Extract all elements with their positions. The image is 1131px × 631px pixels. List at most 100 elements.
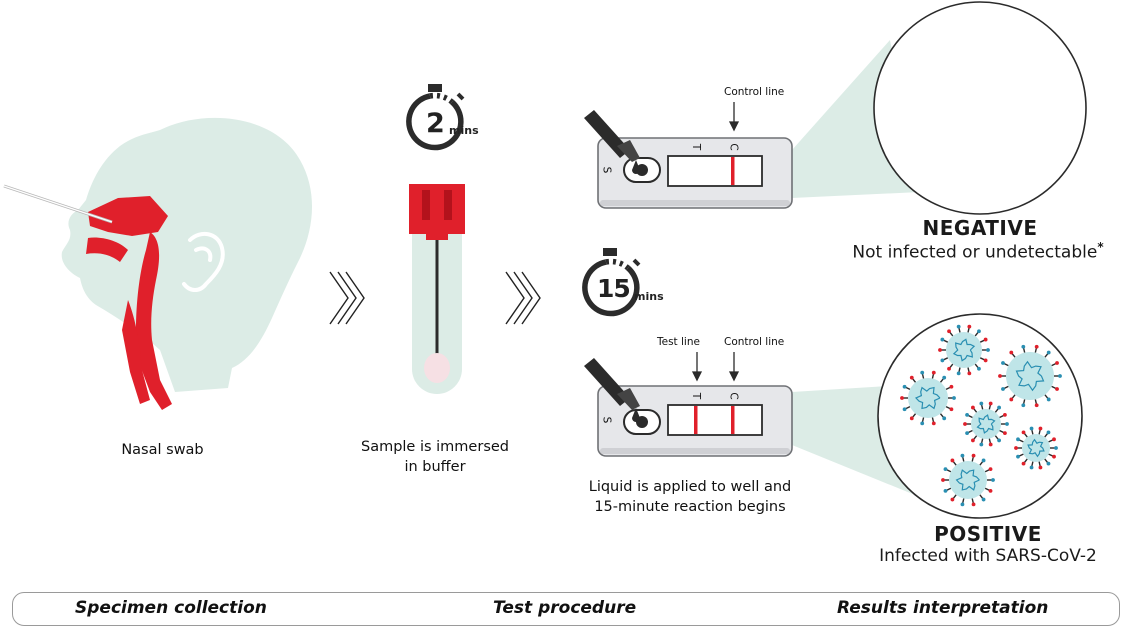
head-illustration bbox=[3, 117, 313, 410]
negative-subtitle: Not infected or undetectable* bbox=[852, 240, 1104, 263]
virus-spike-tip bbox=[931, 370, 936, 375]
virus-body bbox=[949, 461, 987, 499]
virus-body bbox=[971, 409, 1001, 439]
virus-spike-tip bbox=[977, 329, 981, 334]
virus-particle bbox=[1014, 426, 1058, 470]
virus-spike-tip bbox=[1021, 403, 1026, 408]
immerse-label: Sample is immersed in buffer bbox=[360, 439, 509, 475]
virus-spike-tip bbox=[998, 374, 1002, 378]
test-cassette-negative bbox=[597, 137, 793, 209]
apply-label: Liquid is applied to well and 15-minute … bbox=[588, 479, 792, 515]
sample-well-letter: S bbox=[600, 416, 613, 424]
virus-spike-tip bbox=[981, 497, 986, 502]
virus-spike-tip bbox=[963, 422, 967, 426]
virus-spike-tip bbox=[950, 458, 955, 463]
test-line-label: Test line bbox=[657, 336, 700, 348]
timer-unit-15: mins bbox=[634, 290, 664, 303]
phase-bar: Specimen collection Test procedure Resul… bbox=[12, 592, 1120, 626]
virus-spike-tip bbox=[1016, 437, 1020, 442]
dropper-icon bbox=[584, 110, 640, 174]
virus-spike-tip bbox=[997, 438, 1001, 443]
virus-spike-tip bbox=[986, 348, 990, 352]
virus-spike-tip bbox=[909, 416, 914, 421]
virus-particle bbox=[941, 453, 995, 507]
virus-rna bbox=[976, 414, 996, 434]
virus-spike-tip bbox=[909, 375, 914, 380]
control-letter: C bbox=[727, 392, 740, 400]
virus-spike-tip bbox=[960, 453, 965, 458]
virus-spike-tip bbox=[938, 348, 942, 352]
virus-spike-tip bbox=[1034, 344, 1039, 349]
trachea bbox=[122, 300, 150, 404]
virus-particles bbox=[900, 324, 1062, 507]
virus-spike-tip bbox=[902, 407, 907, 412]
control-line-label: Control line bbox=[724, 336, 785, 348]
stopwatch-icon bbox=[406, 84, 465, 151]
virus-spike-tip bbox=[943, 467, 948, 472]
virus-spike-tip bbox=[943, 488, 948, 493]
virus-spike-tip bbox=[971, 438, 975, 443]
virus-rna bbox=[1027, 438, 1045, 458]
virus-spike-tip bbox=[1052, 454, 1056, 459]
control-line-label: Control line bbox=[724, 86, 785, 98]
virus-spike-tip bbox=[979, 442, 984, 447]
virus-particle bbox=[963, 401, 1009, 447]
virus-spike-tip bbox=[965, 412, 969, 417]
virus-spike-tip bbox=[1021, 430, 1026, 435]
virus-spike-tip bbox=[988, 488, 993, 493]
virus-spike-tip bbox=[1001, 387, 1005, 391]
timer-number-15: 15 bbox=[597, 274, 631, 303]
phase-specimen-collection: Specimen collection bbox=[75, 598, 267, 618]
nasal-swab-label: Nasal swab bbox=[121, 442, 204, 458]
virus-spike-tip bbox=[941, 478, 945, 482]
virus-spike-tip bbox=[960, 502, 965, 507]
virus-spike-tip bbox=[920, 421, 925, 426]
head-silhouette bbox=[61, 117, 313, 392]
virus-spike-tip bbox=[942, 416, 947, 421]
virus-spike-tip bbox=[977, 366, 981, 371]
virus-spike-tip bbox=[956, 324, 961, 329]
virus-body bbox=[908, 378, 948, 418]
dropper-icon bbox=[584, 358, 640, 422]
timer-unit-2: mins bbox=[449, 124, 479, 137]
virus-spike-tip bbox=[1046, 350, 1051, 355]
virus-spike-tip bbox=[1005, 422, 1009, 426]
virus-spike-tip bbox=[981, 458, 986, 463]
virus-spike-tip bbox=[952, 396, 956, 400]
virus-particle bbox=[998, 344, 1062, 408]
virus-spike-tip bbox=[1054, 446, 1058, 450]
virus-spike-tip bbox=[949, 407, 954, 412]
virus-spike-tip bbox=[971, 405, 975, 410]
timer-number-2: 2 bbox=[426, 108, 445, 139]
virus-spike-tip bbox=[940, 358, 945, 363]
virus-spike-tip bbox=[940, 337, 945, 342]
virus-body bbox=[946, 332, 982, 368]
virus-spike-tip bbox=[1021, 461, 1026, 466]
test-line-red bbox=[694, 406, 698, 434]
virus-spike-tip bbox=[1016, 454, 1020, 459]
virus-spike-tip bbox=[1055, 361, 1059, 365]
virus-spike-tip bbox=[1058, 374, 1062, 378]
virus-spike-tip bbox=[1055, 387, 1059, 391]
virus-spike-tip bbox=[1034, 403, 1039, 408]
virus-spike-tip bbox=[947, 329, 951, 334]
virus-spike-tip bbox=[971, 502, 976, 507]
down-arrow-icon bbox=[728, 352, 740, 382]
swab-tip bbox=[424, 353, 450, 383]
virus-spike-tip bbox=[967, 324, 972, 329]
virus-rna bbox=[1015, 360, 1045, 392]
test-cassette-positive bbox=[597, 385, 793, 457]
virus-spike-tip bbox=[1014, 446, 1018, 450]
virus-spike-tip bbox=[1029, 465, 1034, 470]
phase-results-interpretation: Results interpretation bbox=[837, 598, 1049, 618]
negative-magnified-circle bbox=[873, 1, 1087, 215]
down-arrow-icon bbox=[691, 352, 703, 382]
virus-spike-tip bbox=[988, 401, 993, 406]
virus-spike-tip bbox=[931, 421, 936, 426]
virus-spike-tip bbox=[1046, 461, 1051, 466]
virus-spike-tip bbox=[1003, 431, 1007, 436]
virus-spike-tip bbox=[983, 358, 988, 363]
sample-well-letter: S bbox=[600, 166, 613, 174]
chevron-arrows-1 bbox=[329, 271, 365, 325]
virus-spike-tip bbox=[942, 375, 947, 380]
